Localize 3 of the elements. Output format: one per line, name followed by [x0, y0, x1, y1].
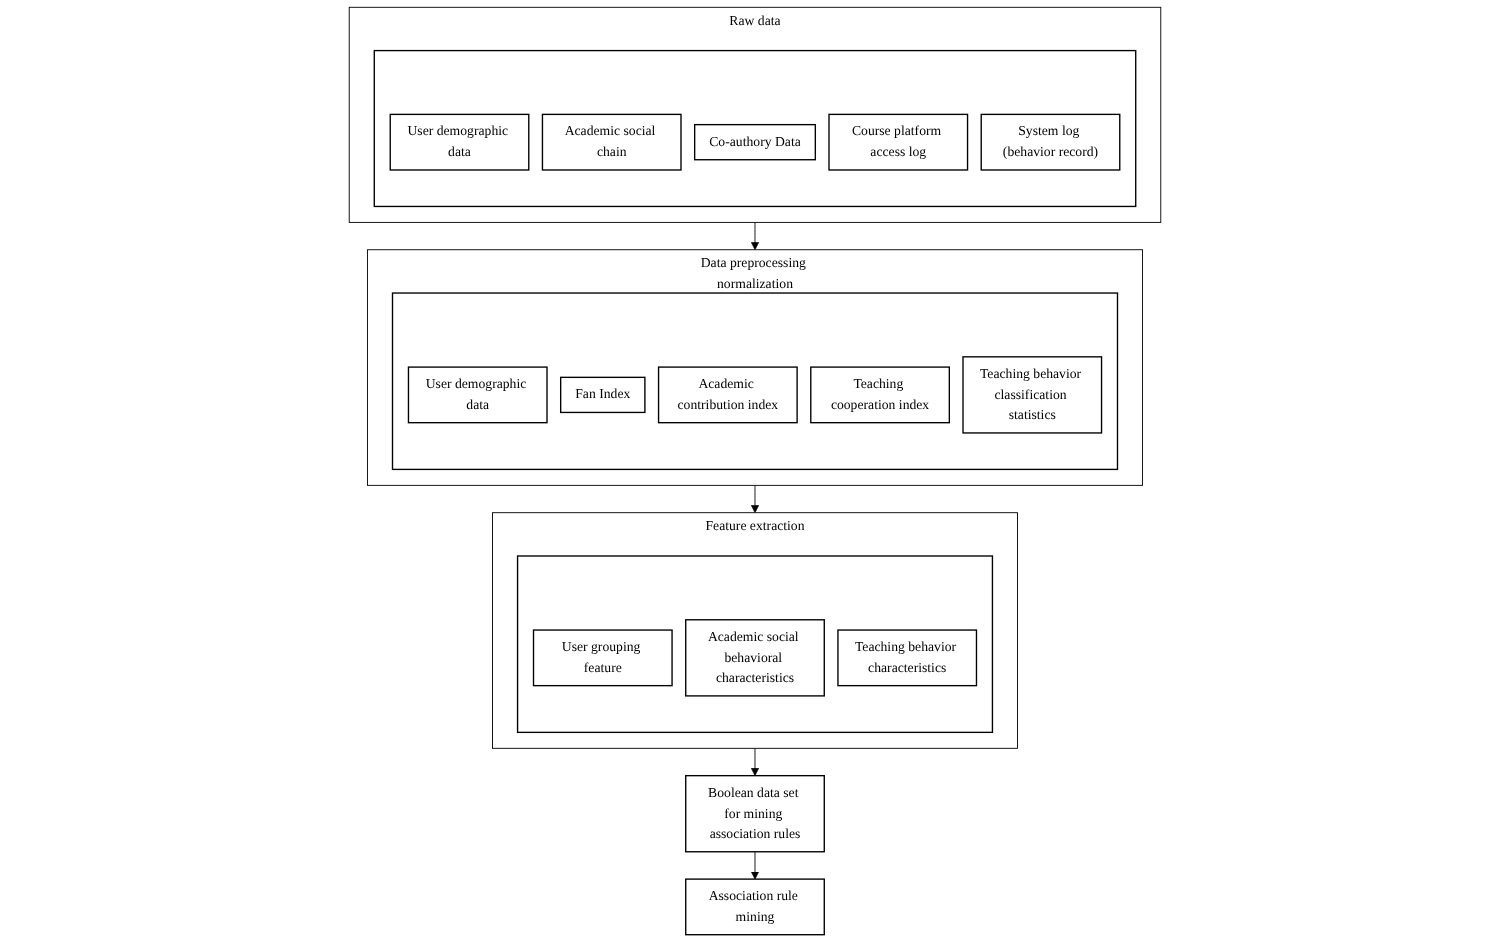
cluster: [373, 49, 1137, 208]
cluster: [516, 555, 994, 734]
cluster: [391, 292, 1119, 471]
